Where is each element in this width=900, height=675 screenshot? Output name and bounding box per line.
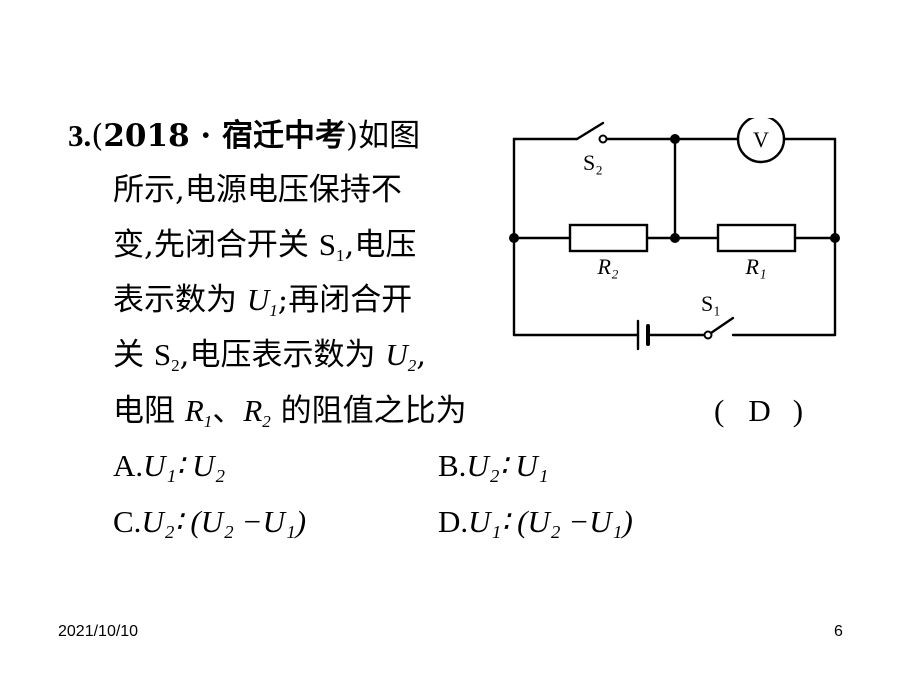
switch-s2-label: S₂	[583, 150, 603, 175]
question-line-5: 关 S2,电压表示数为 U2,	[113, 339, 426, 374]
option-text: U₁∶ U₂	[143, 448, 226, 483]
question-line-2: 所示,电源电压保持不	[113, 175, 402, 206]
switch-s1-label: S₁	[701, 291, 721, 316]
option-d: D.U₁∶ (U₂ −U₁)	[438, 506, 633, 537]
question-number: 3.	[68, 118, 92, 153]
resistor-r1	[716, 223, 797, 253]
junction-node	[830, 233, 840, 243]
voltmeter-label: V	[753, 127, 769, 152]
question-line-3: 变,先闭合开关 S1,电压	[113, 229, 416, 264]
question-text: ,电压	[344, 227, 417, 263]
switch-symbol: S1	[318, 227, 345, 265]
option-b: B.U₂∶ U₁	[438, 450, 549, 481]
option-text: U₂∶ U₁	[466, 448, 549, 483]
answer-close-paren: )	[792, 393, 804, 428]
resistor-symbol: R1	[184, 393, 213, 431]
question-line-1: 3.(2018 · 宿迁中考)如图	[68, 120, 420, 152]
answer-open-paren: (	[714, 393, 725, 428]
source-close-paren: )	[346, 118, 359, 154]
question-text: ,	[416, 337, 427, 373]
resistor-r2-label: R₂	[596, 254, 618, 279]
option-label: B.	[438, 448, 467, 483]
switch-symbol: S2	[153, 337, 180, 375]
question-text: 所示,电源电压保持不	[113, 172, 402, 208]
switch-s2-blade	[575, 121, 605, 141]
resistor-r1-label: R₁	[744, 254, 766, 279]
option-a: A.U₁∶ U₂	[113, 450, 225, 481]
voltage-symbol: U2	[385, 337, 417, 375]
source-open-paren: (	[91, 118, 104, 154]
switch-s1-blade	[706, 316, 735, 337]
option-label: D.	[438, 504, 469, 539]
resistor-symbol: R2	[243, 393, 271, 431]
option-label: A.	[113, 448, 144, 483]
circuit-diagram: V S₂ R₂ R₁ S₁	[509, 118, 840, 351]
junction-node	[670, 134, 680, 144]
question-text: 关	[113, 337, 154, 373]
question-text: ,电压表示数为	[179, 337, 386, 373]
question-text: 变,先闭合开关	[113, 227, 319, 263]
question-text: ;再闭合开	[277, 282, 413, 318]
answer-value: D	[748, 393, 771, 428]
voltage-symbol: U1	[246, 282, 278, 320]
question-source: 2018 · 宿迁中考	[103, 118, 347, 154]
question-text: 、	[212, 393, 244, 429]
option-label: C.	[113, 504, 142, 539]
junction-node	[670, 233, 680, 243]
question-text: 的阻值之比为	[270, 393, 467, 429]
option-text: U₁∶ (U₂ −U₁)	[468, 504, 633, 539]
resistor-r2	[568, 223, 649, 253]
question-text: 电阻	[113, 393, 185, 429]
option-text: U₂∶ (U₂ −U₁)	[141, 504, 307, 539]
option-c: C.U₂∶ (U₂ −U₁)	[113, 506, 306, 537]
question-line-4: 表示数为 U1;再闭合开	[113, 284, 412, 319]
junction-node	[509, 233, 519, 243]
question-text: 表示数为	[113, 282, 247, 318]
page-number: 6	[834, 623, 843, 640]
answer-bracket: ( D)	[714, 395, 803, 426]
footer-date: 2021/10/10	[58, 623, 139, 640]
question-text: 如图	[358, 118, 421, 154]
switch-terminal	[598, 134, 608, 144]
switch-terminal	[703, 330, 713, 340]
question-line-6: 电阻 R1、R2 的阻值之比为	[113, 395, 467, 430]
